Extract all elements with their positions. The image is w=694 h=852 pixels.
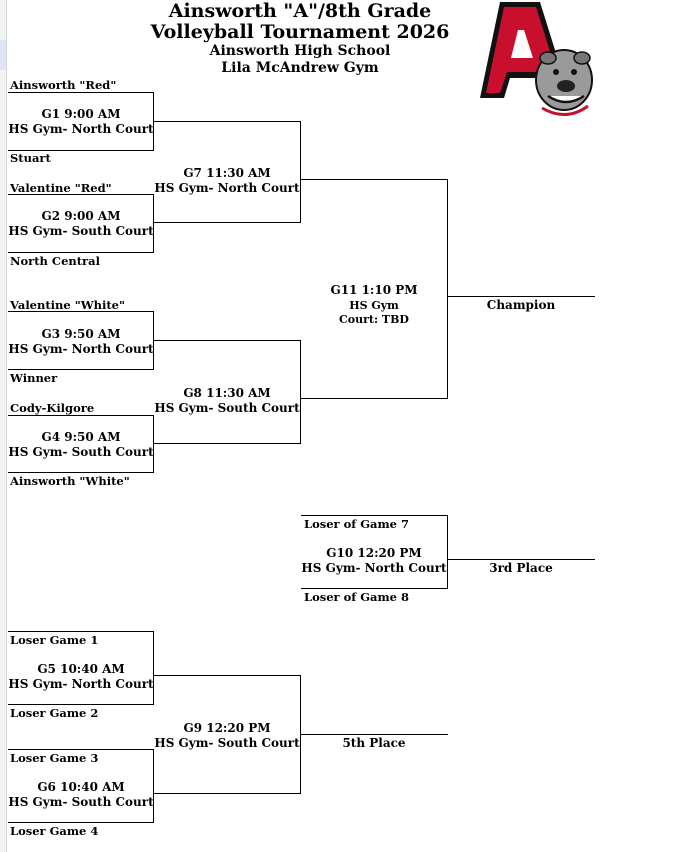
loser-game-8: Loser of Game 8: [304, 590, 409, 604]
game-g7-court: HS Gym- North Court: [154, 181, 300, 195]
ainsworth-bulldog-logo: [480, 2, 593, 116]
bracket-line: [447, 559, 595, 560]
game-g5-court: HS Gym- North Court: [8, 677, 154, 691]
bracket-line: [153, 749, 154, 823]
fifth-place-label: 5th Place: [342, 736, 406, 750]
game-g11-venue: HS Gym: [349, 299, 399, 312]
game-g4-time: G4 9:50 AM: [41, 430, 121, 444]
game-g11-time: G11 1:10 PM: [330, 283, 418, 297]
game-g10-court: HS Gym- North Court: [301, 561, 447, 575]
team-ainsworth-white: Ainsworth "White": [10, 474, 130, 488]
spreadsheet-row-gutter: [0, 0, 7, 852]
bracket-line: [153, 631, 154, 705]
bracket-line: [8, 749, 154, 750]
title-line-2: Volleyball Tournament 2026: [150, 21, 450, 43]
game-g8-time: G8 11:30 AM: [183, 386, 271, 400]
bracket-line: [153, 340, 301, 341]
bracket-line: [153, 194, 154, 253]
loser-game-7: Loser of Game 7: [304, 517, 409, 531]
game-g6-court: HS Gym- South Court: [8, 795, 154, 809]
loser-game-2: Loser Game 2: [10, 706, 99, 720]
bracket-line: [8, 369, 154, 370]
bracket-line: [8, 150, 154, 151]
gym-name: Lila McAndrew Gym: [221, 60, 379, 76]
bracket-line: [300, 340, 301, 444]
game-g10-time: G10 12:20 PM: [326, 546, 422, 560]
game-g9-time: G9 12:20 PM: [183, 721, 271, 735]
bracket-line: [8, 704, 154, 705]
bracket-line: [153, 121, 301, 122]
bracket-line: [447, 296, 595, 297]
game-g11-court: Court: TBD: [339, 313, 409, 326]
bracket-line: [8, 822, 154, 823]
bracket-line: [8, 92, 154, 93]
bulldog-mascot-icon: [535, 49, 593, 116]
bracket-line: [8, 631, 154, 632]
loser-game-4: Loser Game 4: [10, 824, 99, 838]
bracket-line: [8, 252, 154, 253]
game-g2-court: HS Gym- South Court: [8, 224, 154, 238]
team-stuart: Stuart: [10, 151, 51, 165]
bracket-line: [153, 222, 301, 223]
game-g8-court: HS Gym- South Court: [154, 401, 300, 415]
school-name: Ainsworth High School: [209, 43, 391, 59]
champion-label: Champion: [486, 298, 556, 312]
title-line-1: Ainsworth "A"/8th Grade: [168, 0, 432, 22]
bracket-line: [8, 472, 154, 473]
game-g6-time: G6 10:40 AM: [37, 780, 125, 794]
game-g9-court: HS Gym- South Court: [154, 736, 300, 750]
bracket-line: [300, 179, 448, 180]
game-g5-time: G5 10:40 AM: [37, 662, 125, 676]
team-cody-kilgore: Cody-Kilgore: [10, 401, 95, 415]
bracket-line: [301, 515, 448, 516]
loser-game-3: Loser Game 3: [10, 751, 99, 765]
team-winner: Winner: [10, 371, 58, 385]
bracket-line: [8, 311, 154, 312]
game-g2-time: G2 9:00 AM: [41, 209, 121, 223]
third-place-label: 3rd Place: [489, 561, 553, 575]
bracket-line: [153, 443, 301, 444]
game-g1-court: HS Gym- North Court: [8, 122, 154, 136]
loser-game-1: Loser Game 1: [10, 633, 99, 647]
bracket-line: [8, 415, 154, 416]
bracket-line: [300, 398, 448, 399]
bracket-line: [300, 734, 448, 735]
game-g3-court: HS Gym- North Court: [8, 342, 154, 356]
game-g1-time: G1 9:00 AM: [41, 107, 121, 121]
game-g4-court: HS Gym- South Court: [8, 445, 154, 459]
bracket-line: [153, 675, 301, 676]
bracket-line: [300, 121, 301, 223]
team-ainsworth-red: Ainsworth "Red": [10, 78, 117, 92]
game-g7-time: G7 11:30 AM: [183, 166, 271, 180]
bracket-line: [447, 179, 448, 399]
bracket-line: [447, 515, 448, 589]
bracket-line: [8, 194, 154, 195]
bracket-line: [153, 793, 301, 794]
game-g3-time: G3 9:50 AM: [41, 327, 121, 341]
team-valentine-red: Valentine "Red": [10, 181, 112, 195]
team-north-central: North Central: [10, 254, 100, 268]
bracket-line: [153, 415, 154, 473]
bracket-line: [301, 588, 448, 589]
team-valentine-white: Valentine "White": [10, 298, 125, 312]
